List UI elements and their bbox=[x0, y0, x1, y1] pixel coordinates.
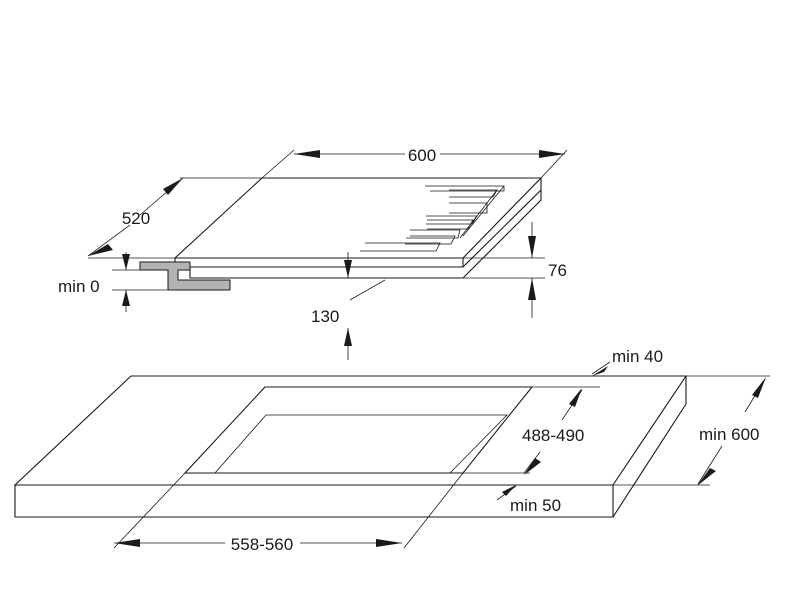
label-min-side: min 50 bbox=[510, 496, 561, 515]
dimension-min-back: min 40 bbox=[532, 347, 663, 388]
dimension-cutout-depth: 488-490 bbox=[463, 388, 584, 475]
dimension-clearance-below: 130 bbox=[311, 252, 463, 360]
label-clearance-below: 130 bbox=[311, 307, 339, 326]
worktop-top-surface bbox=[13, 375, 688, 486]
dimension-min-side: min 50 bbox=[496, 485, 561, 515]
worktop-drawing bbox=[13, 375, 688, 518]
worktop-cutout bbox=[183, 386, 534, 474]
label-min-front: min 0 bbox=[58, 277, 100, 296]
label-hob-height: 76 bbox=[548, 261, 567, 280]
dimension-cutout-width: 558-560 bbox=[113, 472, 464, 554]
mounting-bracket bbox=[139, 261, 231, 291]
dimension-hob-height: 76 bbox=[463, 222, 567, 318]
label-worktop-depth: min 600 bbox=[699, 425, 759, 444]
control-knobs bbox=[360, 185, 505, 252]
label-hob-width: 600 bbox=[408, 146, 436, 165]
label-cutout-depth: 488-490 bbox=[522, 426, 584, 445]
dimension-worktop-depth: min 600 bbox=[613, 375, 770, 486]
label-min-back: min 40 bbox=[612, 347, 663, 366]
dimension-hob-width: 600 bbox=[261, 143, 568, 179]
label-cutout-width: 558-560 bbox=[231, 535, 293, 554]
label-hob-depth: 520 bbox=[122, 209, 150, 228]
hob-drawing bbox=[139, 177, 543, 291]
dimension-hob-depth: 520 bbox=[87, 177, 262, 259]
dimension-min-front: min 0 bbox=[58, 252, 168, 312]
